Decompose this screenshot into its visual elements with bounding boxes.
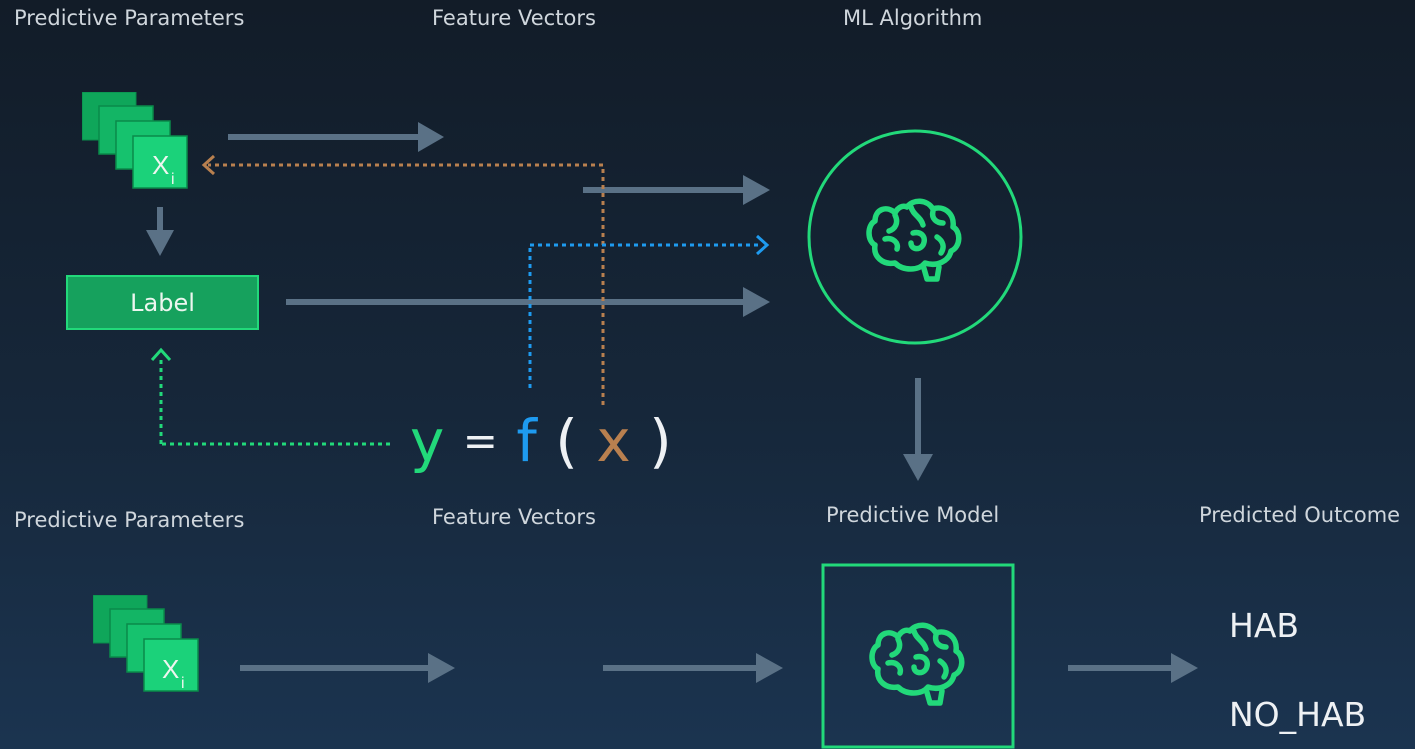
heading-predictive-parameters-bottom: Predictive Parameters xyxy=(14,508,245,532)
formula-equals: = xyxy=(462,416,498,465)
heading-predicted-outcome: Predicted Outcome xyxy=(1199,503,1401,527)
arrow-algorithm-to-model xyxy=(903,378,933,481)
label-text: Label xyxy=(130,288,195,317)
arrow-bottom-features-to-model xyxy=(603,653,783,683)
formula-close-paren: ) xyxy=(649,407,672,475)
heading-predictive-model: Predictive Model xyxy=(826,503,1000,527)
arrow-params-to-label xyxy=(146,207,174,256)
formula: y = f ( x ) xyxy=(410,410,672,472)
feature-subscript-top: i xyxy=(171,171,175,188)
brain-icon xyxy=(872,625,962,703)
heading-ml-algorithm: ML Algorithm xyxy=(843,6,983,30)
orange-arrowhead xyxy=(201,154,216,176)
feature-subscript-bottom: i xyxy=(181,675,185,692)
label-box: Label xyxy=(66,275,259,330)
arrow-features-to-algorithm-upper xyxy=(583,175,770,205)
arrow-model-to-outcome xyxy=(1068,653,1198,683)
outcome-no-hab: NO_HAB xyxy=(1229,695,1367,734)
dotted-arrow-f-to-algorithm xyxy=(528,243,760,388)
ml-algorithm-circle xyxy=(807,129,1023,345)
predictive-model-box xyxy=(821,563,1015,749)
arrow-label-to-algorithm xyxy=(286,287,770,317)
formula-x: x xyxy=(596,407,631,475)
formula-f: f xyxy=(516,407,537,475)
dotted-arrow-y-to-label xyxy=(159,356,390,446)
blue-arrowhead xyxy=(755,234,770,256)
green-arrowhead xyxy=(150,347,172,362)
formula-open-paren: ( xyxy=(555,407,578,475)
feature-symbol-bottom: X xyxy=(162,654,179,684)
arrow-params-to-features xyxy=(228,122,444,152)
dotted-arrow-x-to-features xyxy=(208,163,605,405)
heading-feature-vectors-top: Feature Vectors xyxy=(432,6,596,30)
arrow-bottom-params-to-features xyxy=(240,653,455,683)
brain-icon xyxy=(869,201,959,279)
formula-y: y xyxy=(410,407,445,475)
heading-feature-vectors-bottom: Feature Vectors xyxy=(432,505,596,529)
feature-symbol-top: X xyxy=(152,150,169,180)
heading-predictive-parameters-top: Predictive Parameters xyxy=(14,6,245,30)
outcome-hab: HAB xyxy=(1229,606,1300,645)
